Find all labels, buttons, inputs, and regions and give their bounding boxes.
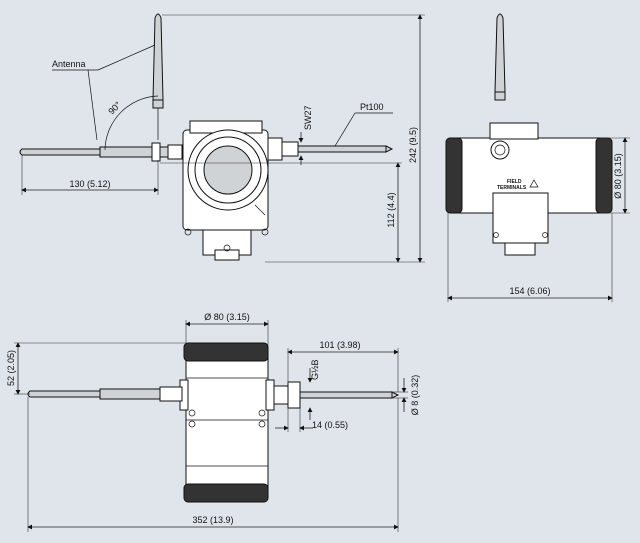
transmitter-housing [182, 120, 269, 261]
dim-242-label: 242 (9.5) [408, 127, 418, 163]
front-view: 242 (9.5) 112 (4.4) 130 (5.12) Antenna 9… [19, 13, 425, 263]
top-view: Ø 80 (3.15) 101 (3.98) 52 (2.05) G½B Ø 8… [6, 312, 420, 532]
side-antenna [494, 13, 506, 101]
dim-52-label: 52 (2.05) [6, 350, 16, 386]
field-terminals-line1: FIELD [507, 179, 522, 185]
pt100-label: Pt100 [360, 102, 384, 112]
top-antenna [27, 386, 183, 402]
top-housing [185, 349, 269, 496]
vertical-antenna [152, 13, 164, 140]
warning-icon [529, 179, 539, 188]
dim-154-label: 154 (6.06) [509, 286, 550, 296]
horizontal-antenna [19, 142, 183, 162]
sw27-label: SW27 [303, 105, 313, 130]
pt100-sensor [267, 137, 394, 161]
dim-101-label: 101 (3.98) [319, 340, 360, 350]
dim-112-label: 112 (4.4) [386, 192, 396, 227]
side-view: FIELD TERMINALS Ø 80 (3.15) 154 (6.06) [445, 13, 630, 302]
dim-14-label: 14 (0.55) [312, 420, 348, 430]
top-sensor [273, 381, 400, 409]
dim-80-top-label: Ø 80 (3.15) [204, 312, 250, 322]
dim-8-label: Ø 8 (0.32) [410, 375, 420, 416]
dim-352-label: 352 (13.9) [192, 515, 233, 525]
dim-80-side-label: Ø 80 (3.15) [613, 153, 623, 199]
field-terminals-line2: TERMINALS [497, 185, 527, 191]
thread-label: G½B [310, 359, 320, 380]
antenna-label: Antenna [52, 59, 86, 69]
dim-130-label: 130 (5.12) [69, 179, 110, 189]
angle-label: 90° [106, 99, 123, 116]
